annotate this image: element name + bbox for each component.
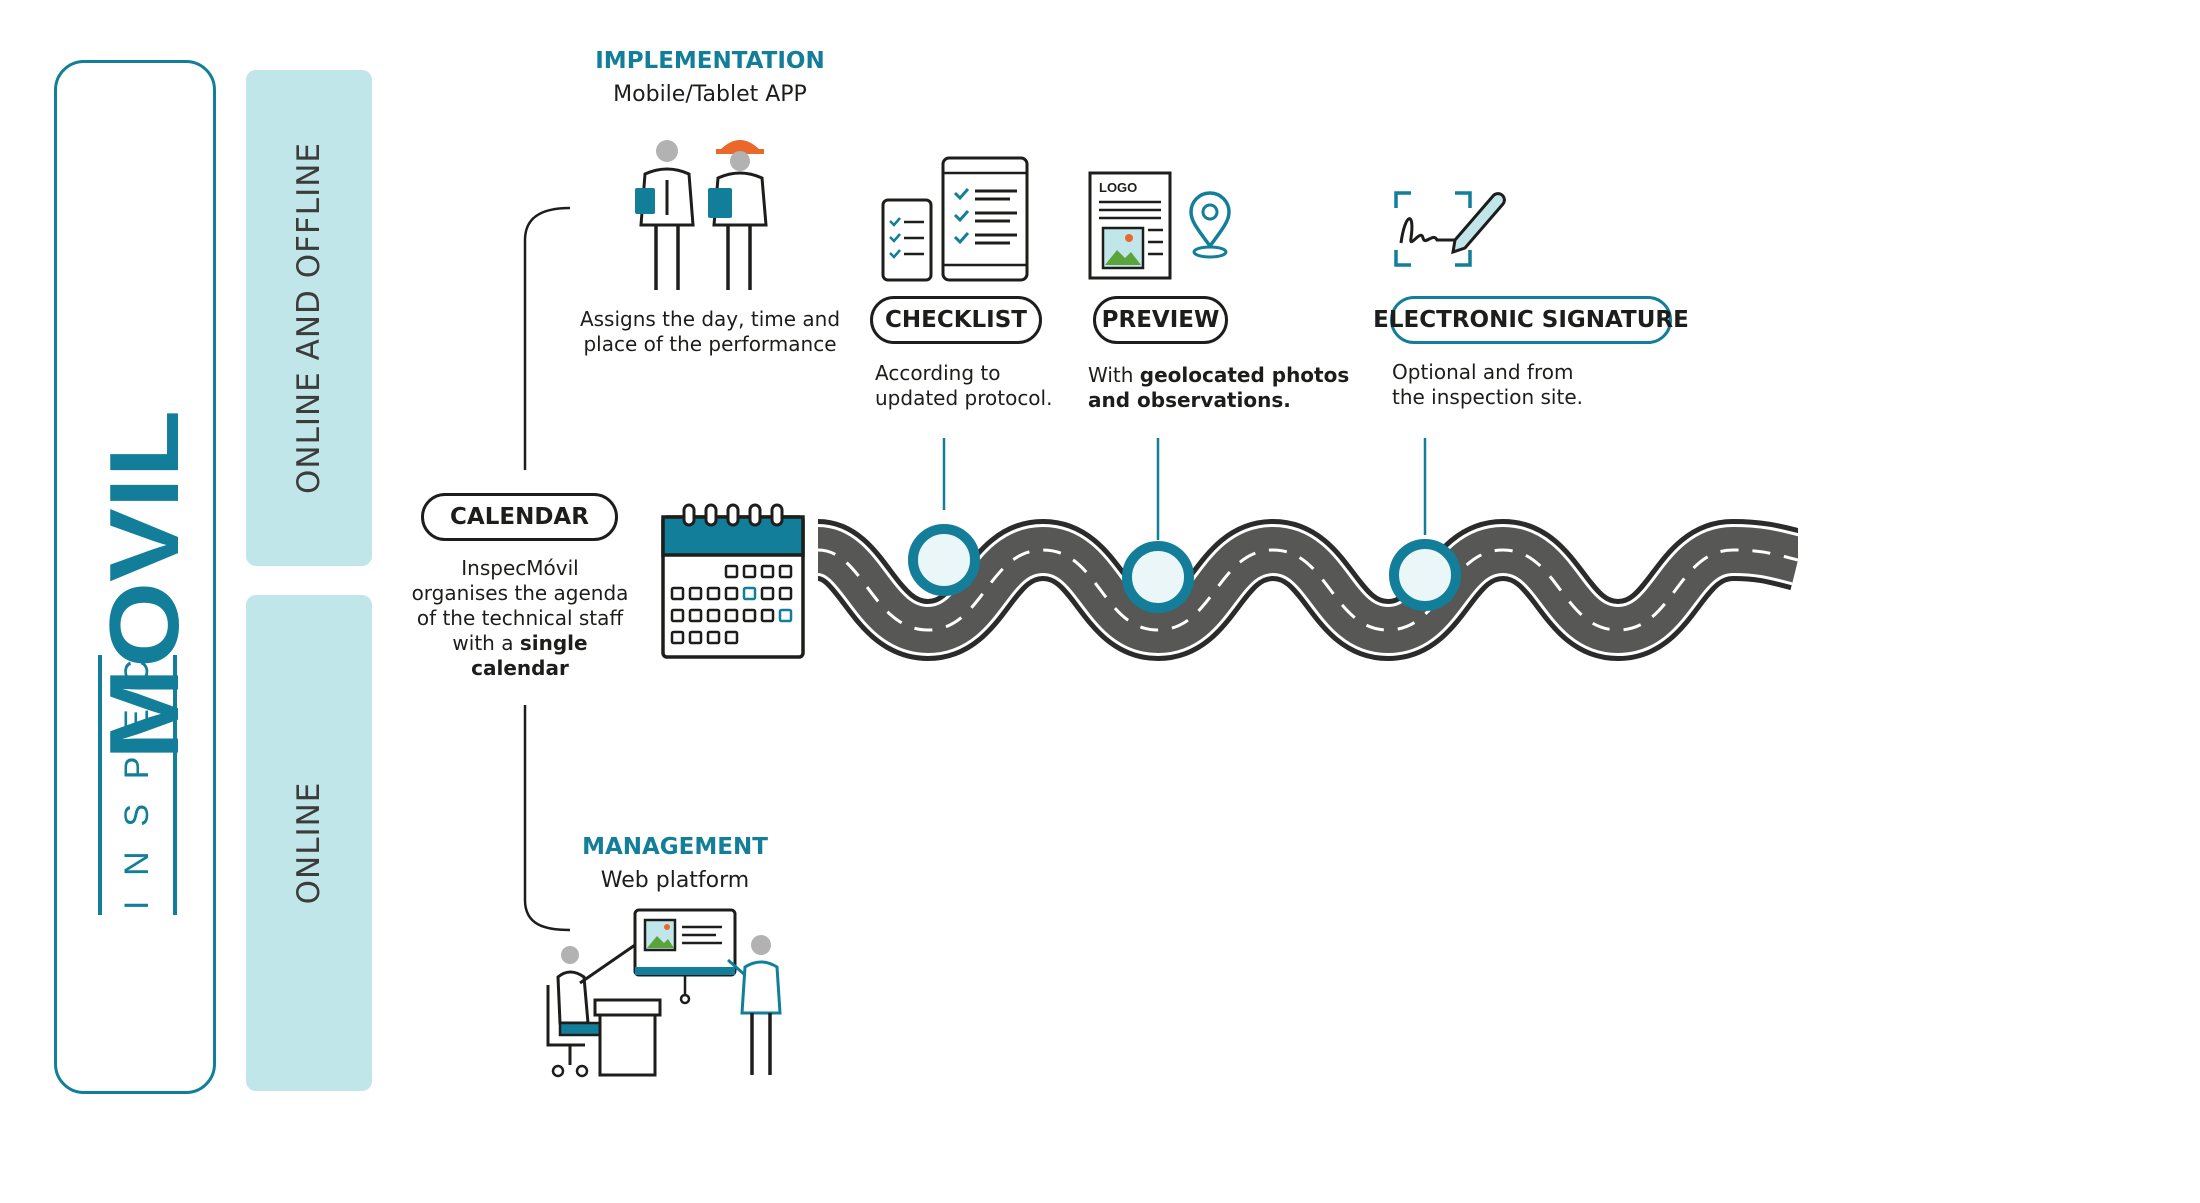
- signature-pill: ELECTRONIC SIGNATURE: [1373, 296, 1689, 344]
- calendar-day-cell: [760, 608, 775, 623]
- calendar-day-cell: [670, 630, 685, 645]
- implementation-subtitle: Mobile/Tablet APP: [613, 82, 807, 107]
- checklist-description-line2: updated protocol.: [875, 386, 1053, 410]
- signature-description-line2: the inspection site.: [1392, 385, 1583, 409]
- brand-frame: [54, 60, 216, 1094]
- preview-logo-text: LOGO: [1099, 180, 1137, 195]
- preview-line2-bold: and observations.: [1088, 388, 1291, 412]
- calendar-day-cell: [706, 630, 721, 645]
- brand-logo: MOVIL INSPEC: [89, 410, 199, 915]
- signature-pen-icon: [1394, 191, 1506, 267]
- preview-line1-prefix: With: [1088, 363, 1140, 387]
- road-milestone-checklist: [908, 524, 980, 596]
- management-subtitle: Web platform: [600, 868, 750, 893]
- web-platform-illustration: [546, 908, 782, 1078]
- calendar-description-line1: InspecMóvil: [461, 556, 579, 580]
- calendar-day-cell: [742, 608, 757, 623]
- calendar-line4-prefix: with a: [452, 631, 520, 655]
- preview-report-icon: LOGO: [1088, 171, 1231, 280]
- calendar-day-cell: [760, 564, 775, 579]
- road-milestone-preview: [1122, 541, 1194, 613]
- calendar-day-cell: [724, 630, 739, 645]
- road-timeline: [818, 518, 1798, 662]
- calendar-day-cell: [778, 564, 793, 579]
- brand-name: MOVIL: [89, 410, 199, 760]
- calendar-day-cell: [742, 564, 757, 579]
- road-milestone-signature: [1389, 539, 1461, 611]
- preview-pill: PREVIEW: [1093, 296, 1228, 344]
- checklist-devices-icon: [881, 156, 1029, 282]
- calendar-day-cell: [760, 586, 775, 601]
- band-online: [246, 595, 372, 1091]
- implementation-description: Assigns the day, time and place of the p…: [555, 307, 865, 357]
- calendar-day-cell: [778, 586, 793, 601]
- calendar-pill: CALENDAR: [421, 493, 618, 541]
- band-online-offline: [246, 70, 372, 566]
- calendar-day-cell: [778, 608, 793, 623]
- preview-description-line1: With geolocated photos: [1088, 363, 1349, 388]
- calendar-description-line3: of the technical staff: [416, 606, 624, 630]
- calendar-line4-bold: single: [519, 631, 588, 655]
- calendar-day-cell: [670, 608, 685, 623]
- calendar-day-cell: [706, 586, 721, 601]
- calendar-day-cell: [742, 586, 757, 601]
- preview-description: With geolocated photos and observations.: [1088, 363, 1349, 413]
- calendar-day-cell: [724, 586, 739, 601]
- technicians-illustration: [635, 140, 768, 290]
- calendar-description-line4: with a single: [385, 631, 655, 656]
- calendar-day-cell: [688, 608, 703, 623]
- preview-description-line2: and observations.: [1088, 388, 1349, 413]
- calendar-description-line2: organises the agenda: [411, 581, 629, 605]
- checklist-description: According to updated protocol.: [875, 361, 1052, 411]
- calendar-day-cell: [724, 564, 739, 579]
- calendar-day-cell: [688, 586, 703, 601]
- calendar-description: InspecMóvil organises the agenda of the …: [385, 556, 655, 681]
- calendar-day-cell: [706, 608, 721, 623]
- signature-description-line1: Optional and from: [1392, 360, 1574, 384]
- signature-description: Optional and from the inspection site.: [1392, 360, 1583, 410]
- checklist-pill: CHECKLIST: [870, 296, 1042, 344]
- calendar-day-cell: [688, 630, 703, 645]
- management-title: MANAGEMENT: [582, 834, 768, 860]
- implementation-description-line2: place of the performance: [583, 332, 837, 356]
- calendar-icon: [661, 503, 805, 659]
- calendar-day-cell: [724, 608, 739, 623]
- implementation-description-line1: Assigns the day, time and: [579, 307, 841, 331]
- preview-line1-bold: geolocated photos: [1139, 363, 1350, 387]
- checklist-description-line1: According to: [875, 361, 1001, 385]
- implementation-title: IMPLEMENTATION: [595, 48, 825, 74]
- calendar-line5-bold: calendar: [471, 656, 569, 680]
- calendar-description-line5: calendar: [385, 656, 655, 681]
- calendar-day-cell: [670, 586, 685, 601]
